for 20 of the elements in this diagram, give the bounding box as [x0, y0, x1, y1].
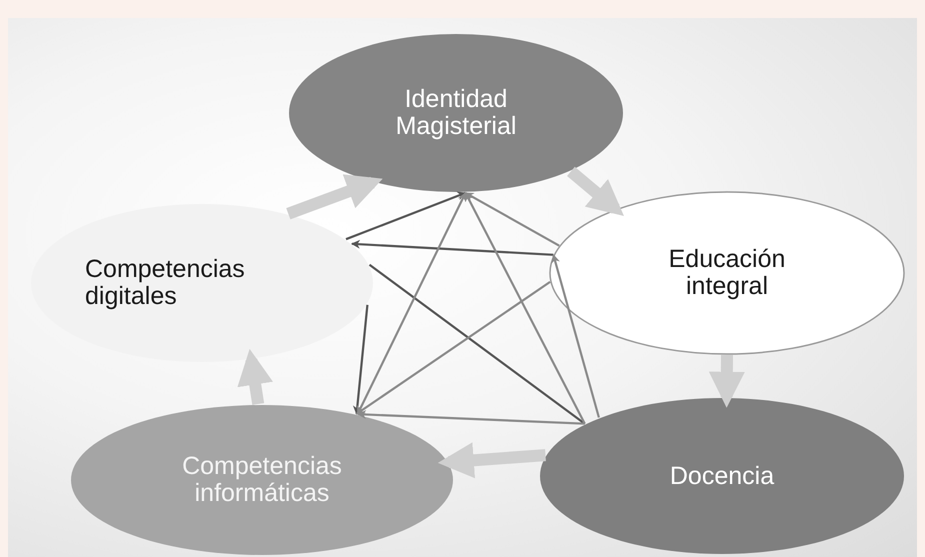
node-label: Identidad Magisterial	[394, 86, 518, 140]
node-label: Docencia	[668, 462, 776, 490]
block-arrow	[567, 166, 624, 216]
arrow	[346, 192, 466, 240]
arrow	[551, 254, 600, 418]
block-arrow	[708, 354, 745, 408]
arrow	[356, 192, 466, 415]
arrow	[352, 304, 368, 415]
arrow	[464, 192, 586, 424]
arrow	[464, 192, 560, 247]
connector-line	[368, 264, 586, 425]
block-arrow	[237, 348, 273, 405]
arrow	[357, 410, 585, 425]
node-label: Educación integral	[668, 246, 786, 300]
arrow	[356, 281, 551, 415]
node-label: Competencias informáticas	[181, 453, 343, 507]
block-arrow	[286, 174, 383, 220]
arrow	[351, 240, 554, 256]
block-arrow	[438, 442, 546, 478]
node-label: Competencias digitales	[85, 256, 246, 310]
